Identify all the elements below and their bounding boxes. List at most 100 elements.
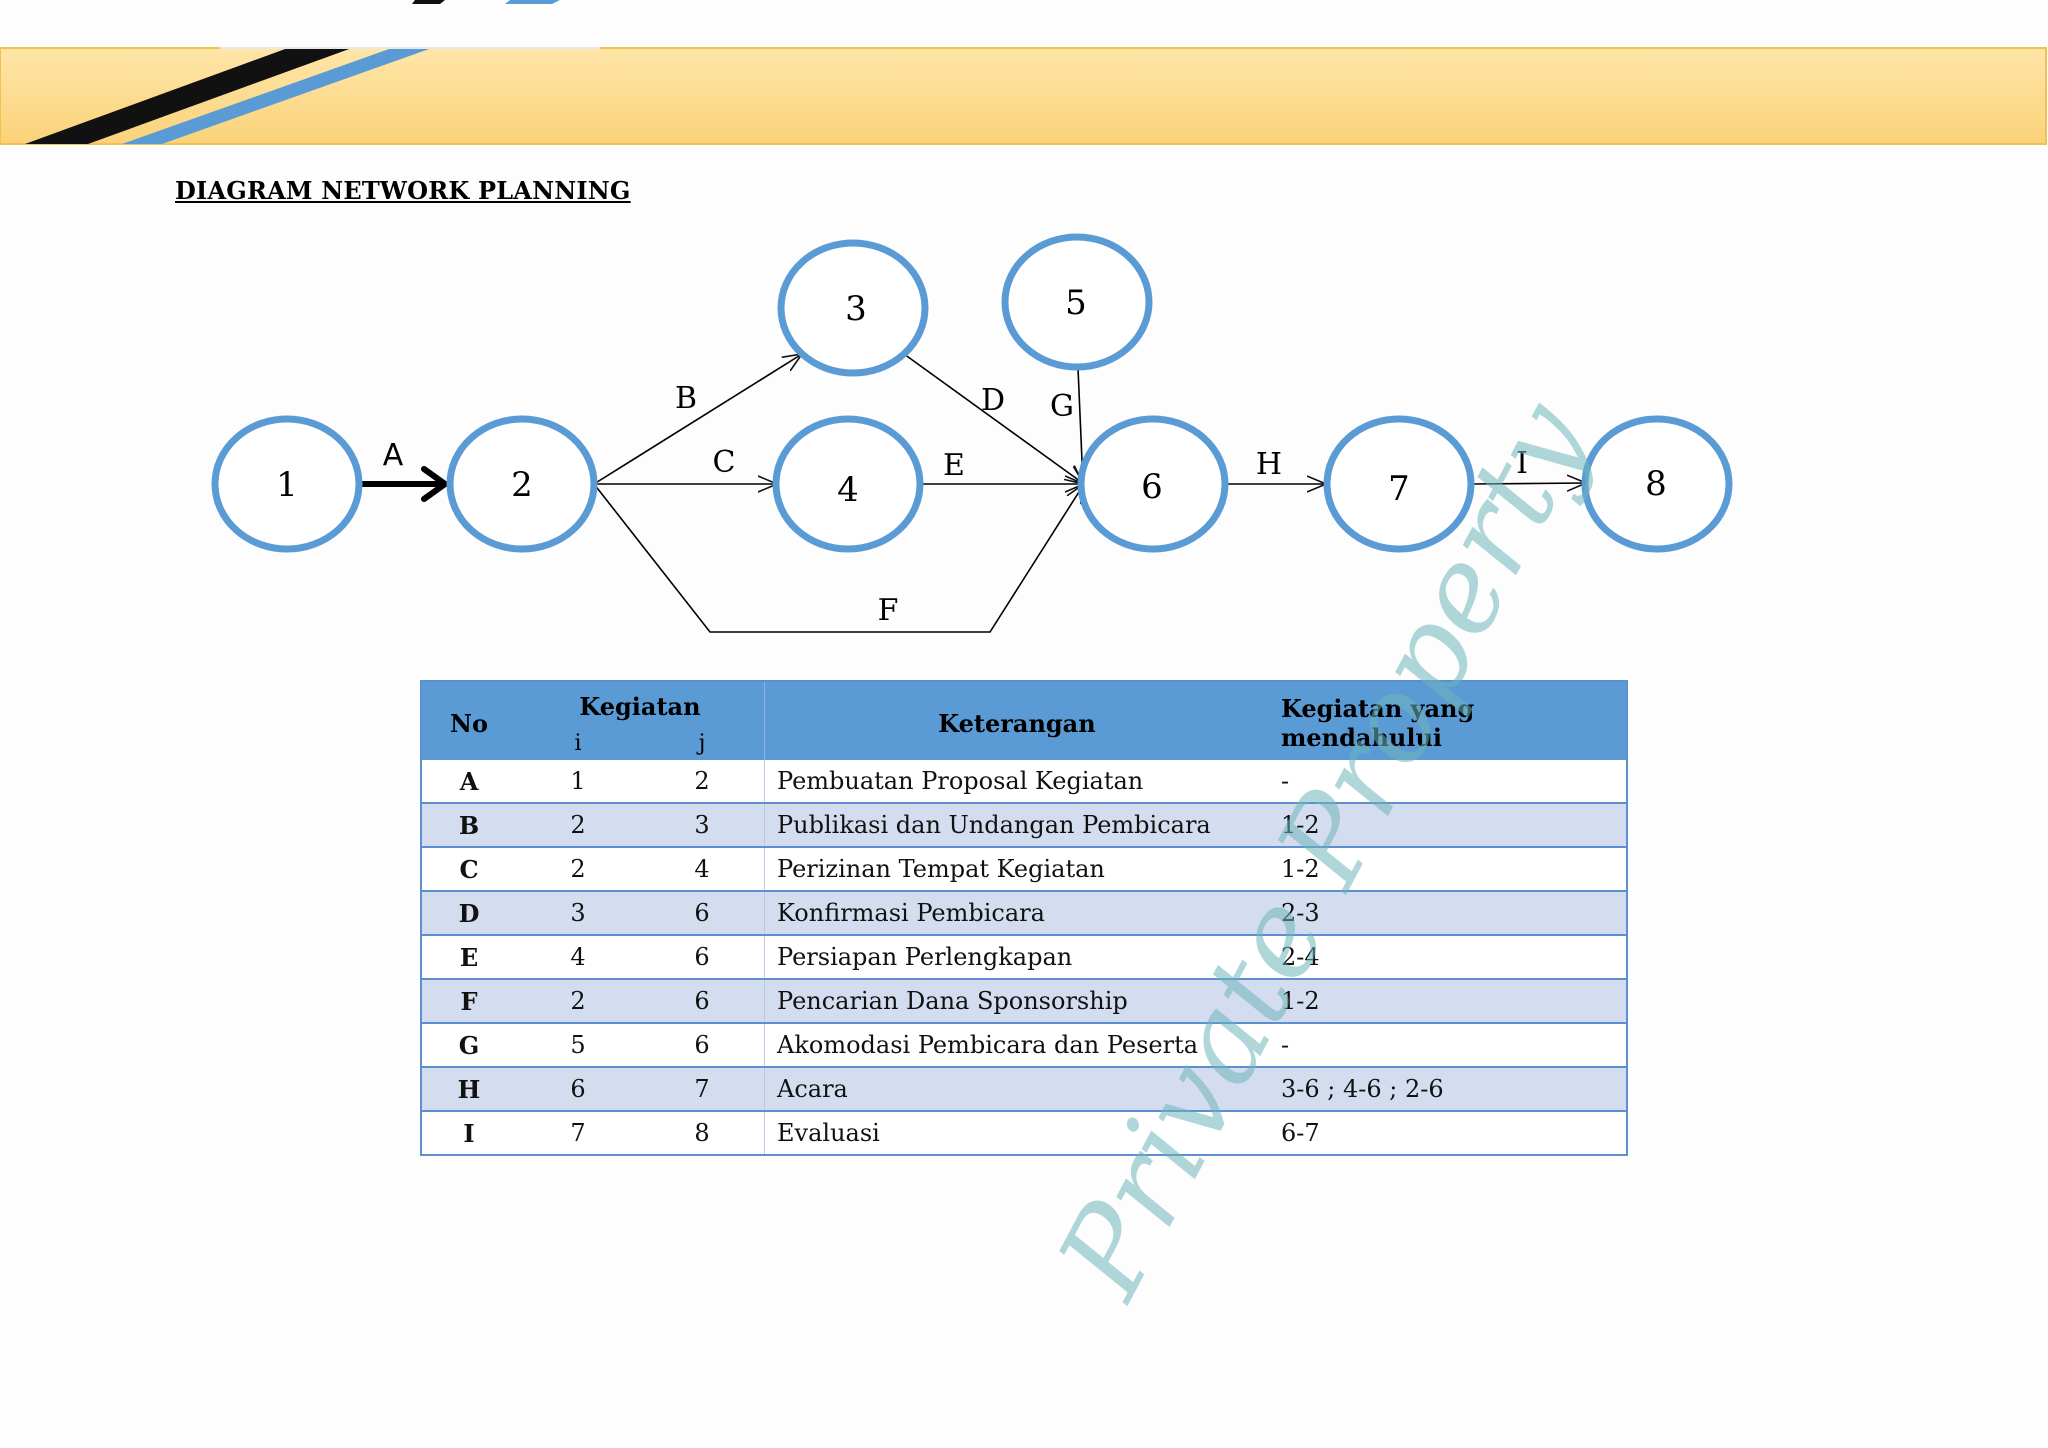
cell-i: 2 [516,847,640,892]
cell-j: 6 [640,979,765,1024]
node-7: 7 [1323,415,1475,553]
cell-j: 8 [640,1111,765,1156]
cell-keterangan: Pembuatan Proposal Kegiatan [764,760,1269,804]
cell-no: H [421,1067,516,1112]
cell-no: C [421,847,516,892]
node-4: 4 [772,415,924,553]
cell-no: E [421,935,516,980]
cell-pendahulu: 2-4 [1269,935,1627,980]
cell-no: D [421,891,516,936]
node-1: 1 [211,415,363,553]
header-pendahulu: Kegiatan yang mendahului [1269,681,1627,760]
cell-no: I [421,1111,516,1156]
cell-j: 6 [640,891,765,936]
cell-i: 2 [516,979,640,1024]
edge-label-e: E [943,448,965,483]
edge-c: C [594,445,777,484]
cell-no: F [421,979,516,1024]
cell-pendahulu: 1-2 [1269,847,1627,892]
svg-text:7: 7 [1388,469,1410,509]
cell-keterangan: Acara [764,1067,1269,1112]
cell-i: 1 [516,760,640,804]
cell-j: 7 [640,1067,765,1112]
network-diagram: A B C D E F G H I 1 2 3 [211,233,1733,633]
edge-b: B [593,354,802,485]
svg-text:8: 8 [1645,464,1667,504]
edge-label-g: G [1050,389,1074,424]
cell-pendahulu: 1-2 [1269,803,1627,848]
node-3: 3 [777,239,929,377]
svg-text:4: 4 [837,470,859,510]
edge-i: I [1471,446,1586,484]
cell-no: B [421,803,516,848]
header-no: No [421,681,516,760]
svg-text:6: 6 [1141,467,1163,507]
cell-j: 3 [640,803,765,848]
header-logo-fragment-blue [505,0,560,4]
cell-pendahulu: - [1269,760,1627,804]
edge-label-b: B [675,381,697,416]
header-j: j [640,726,765,760]
header-i: i [516,726,640,760]
cell-pendahulu: 1-2 [1269,979,1627,1024]
header-keterangan: Keterangan [764,681,1269,760]
cell-keterangan: Persiapan Perlengkapan [764,935,1269,980]
edge-label-h: H [1256,447,1282,482]
edge-label-i: I [1516,446,1528,481]
node-8: 8 [1581,415,1733,553]
edge-a: A [357,438,448,502]
cell-j: 6 [640,935,765,980]
header-stripe-blue [122,48,432,144]
edge-label-c: C [713,445,736,480]
cell-no: G [421,1023,516,1068]
edge-h: H [1226,447,1326,484]
cell-keterangan: Evaluasi [764,1111,1269,1156]
cell-j: 6 [640,1023,765,1068]
cell-no: A [421,760,516,804]
header-logo-fragment [412,0,445,4]
edge-d: D [903,353,1084,484]
svg-text:3: 3 [845,289,867,329]
node-2: 2 [446,415,598,553]
edge-label-a: A [383,438,404,473]
cell-keterangan: Akomodasi Pembicara dan Peserta [764,1023,1269,1068]
activity-table: No Kegiatan Keterangan Kegiatan yang men… [420,680,1628,1156]
cell-j: 2 [640,760,765,804]
cell-i: 5 [516,1023,640,1068]
header-stripe-black [25,48,352,144]
node-5: 5 [1001,233,1153,371]
svg-text:1: 1 [276,465,298,505]
cell-keterangan: Pencarian Dana Sponsorship [764,979,1269,1024]
cell-pendahulu: 2-3 [1269,891,1627,936]
node-6: 6 [1077,415,1229,553]
cell-i: 7 [516,1111,640,1156]
cell-keterangan: Konfirmasi Pembicara [764,891,1269,936]
cell-keterangan: Publikasi dan Undangan Pembicara [764,803,1269,848]
svg-text:2: 2 [511,465,533,505]
header-kegiatan: Kegiatan [516,681,765,726]
cell-i: 6 [516,1067,640,1112]
cell-pendahulu: - [1269,1023,1627,1068]
cell-keterangan: Perizinan Tempat Kegiatan [764,847,1269,892]
edge-label-f: F [878,593,899,628]
cell-j: 4 [640,847,765,892]
edge-g: G [1050,367,1083,484]
cell-i: 4 [516,935,640,980]
header-band [0,0,2047,145]
edge-e: E [922,448,1084,484]
header-band-fill [0,47,2047,145]
page-title: DIAGRAM NETWORK PLANNING [175,176,631,205]
cell-i: 3 [516,891,640,936]
edge-label-d: D [981,383,1005,418]
cell-pendahulu: 3-6 ; 4-6 ; 2-6 [1269,1067,1627,1112]
